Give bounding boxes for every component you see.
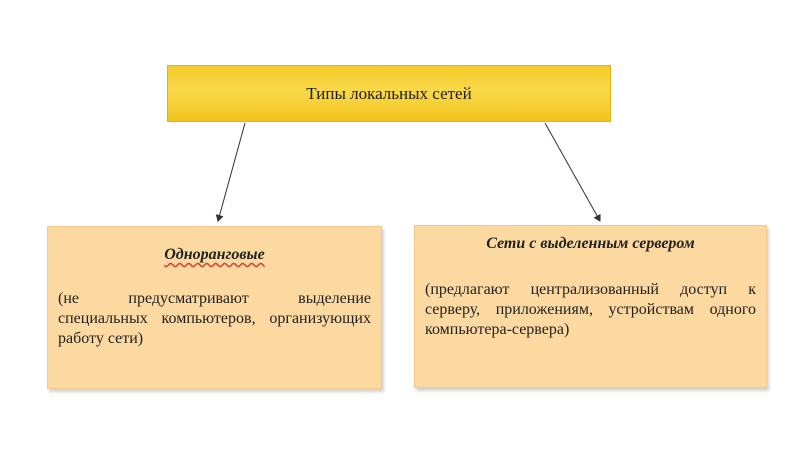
left-node-title: Одноранговые xyxy=(164,246,265,263)
left-node: Одноранговые (не предусматривают выделен… xyxy=(47,226,382,389)
right-node-title: Сети с выделенным сервером xyxy=(486,235,695,252)
root-node: Типы локальных сетей xyxy=(167,65,611,122)
arrow-to-right xyxy=(544,122,601,222)
arrow-to-left xyxy=(215,122,246,222)
right-node-text: (предлагают централизованный доступ к се… xyxy=(425,281,756,338)
left-node-text: (не предусматривают выделение специальны… xyxy=(58,290,371,347)
right-node: Сети с выделенным сервером (предлагают ц… xyxy=(414,225,767,388)
root-label: Типы локальных сетей xyxy=(306,83,472,103)
